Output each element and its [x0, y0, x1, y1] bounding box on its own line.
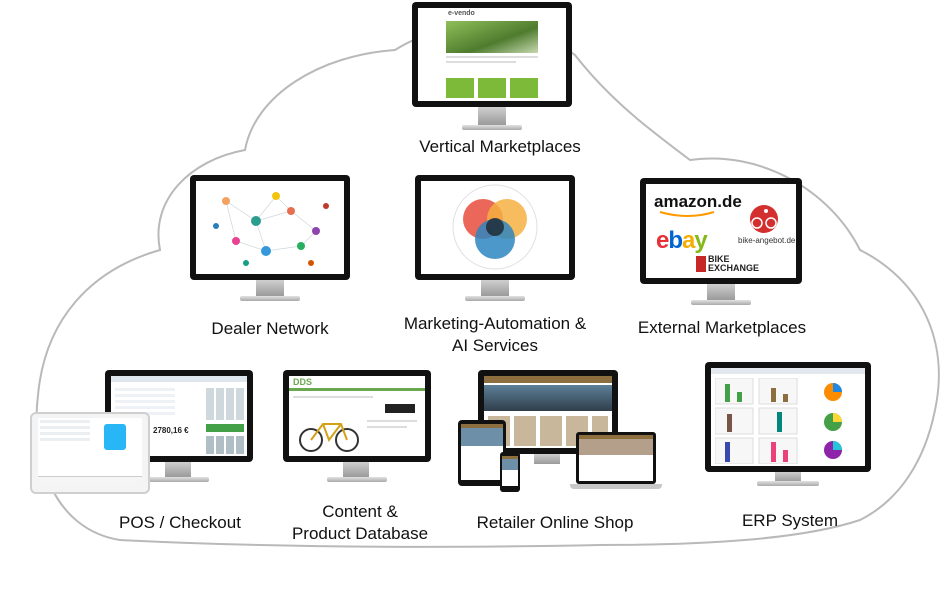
- external-marketplaces-monitor: amazon.de ebay bike-angebot.de BIKE EXCH…: [640, 178, 802, 308]
- bicycle-image: [299, 423, 359, 452]
- amazon-logo: amazon.de: [654, 192, 742, 211]
- dds-logo: DDS: [293, 377, 313, 387]
- marketing-automation-label-line2: AI Services: [452, 336, 538, 355]
- venn-diagram-icon: [452, 184, 538, 270]
- network-graph-icon: [213, 192, 329, 266]
- category-tile: [510, 78, 538, 98]
- amazon-smile-icon: [659, 211, 715, 217]
- erp-dashboard-charts: [715, 378, 842, 464]
- content-database-label-line2: Product Database: [291, 524, 429, 543]
- ebay-logo: ebay: [656, 227, 708, 254]
- hero-image: [446, 21, 538, 53]
- retailer-phone: [500, 452, 520, 492]
- retailer-laptop: [570, 432, 662, 492]
- bike-exchange-logo-line2: EXCHANGE: [708, 263, 760, 273]
- dealer-network-monitor: [190, 175, 350, 303]
- retailer-tablet: [458, 420, 506, 486]
- external-marketplaces-label: External Marketplaces: [637, 318, 807, 337]
- jacket-product-image: [104, 424, 126, 450]
- vertical-marketplace-website: e-vendo: [418, 8, 566, 101]
- vertical-marketplaces-monitor: e-vendo: [412, 2, 572, 132]
- content-database-label-line1: Content &: [322, 502, 398, 521]
- retailer-online-shop-label: Retailer Online Shop: [476, 513, 634, 532]
- bike-exchange-logo-line1: BIKE: [708, 254, 730, 264]
- e-vendo-logo: e-vendo: [448, 10, 475, 17]
- content-product-database-monitor: DDS: [283, 370, 431, 485]
- bike-angebot-logo: bike-angebot.de: [738, 236, 796, 245]
- marketing-automation-monitor: [415, 175, 575, 303]
- pos-total: 2780,16 €: [153, 426, 189, 435]
- erp-system-label: ERP System: [741, 511, 839, 530]
- pos-checkout-label: POS / Checkout: [119, 513, 241, 532]
- bike-angebot-icon: [750, 205, 778, 233]
- bike-exchange-icon: [696, 256, 706, 272]
- category-tile: [478, 78, 506, 98]
- marketing-automation-label-line1: Marketing-Automation &: [403, 314, 587, 333]
- erp-system-monitor: [705, 362, 871, 487]
- vertical-marketplaces-label: Vertical Marketplaces: [419, 137, 581, 156]
- shop-hero-image: [484, 385, 612, 411]
- category-tile: [446, 78, 474, 98]
- pos-tablet: [30, 412, 150, 494]
- dealer-network-label: Dealer Network: [211, 319, 329, 338]
